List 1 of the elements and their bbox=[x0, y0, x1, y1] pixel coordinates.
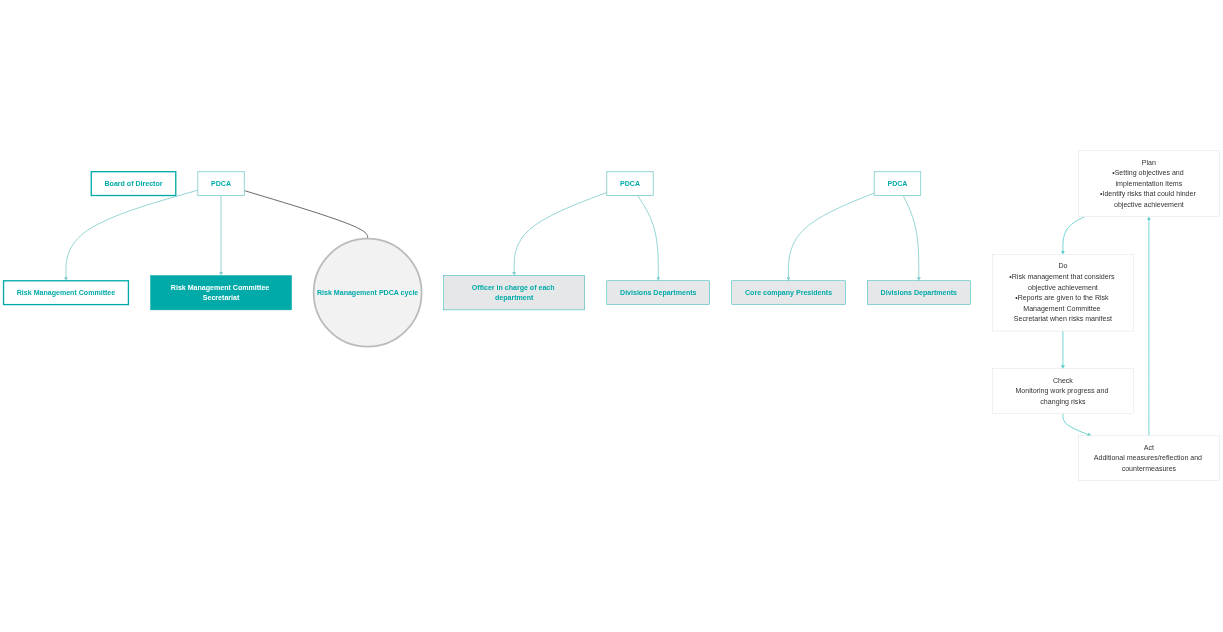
connector bbox=[243, 190, 369, 240]
